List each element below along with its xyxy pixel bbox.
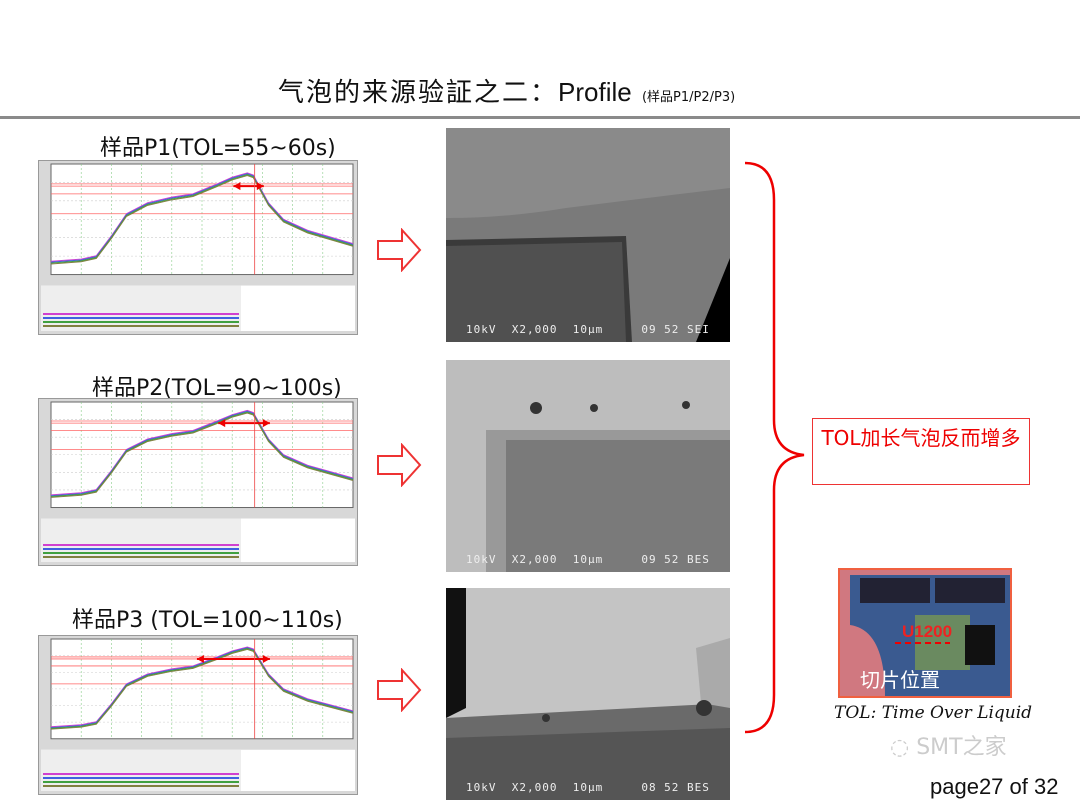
tol-caption: TOL: Time Over Liquid: [834, 703, 1033, 723]
profile-chart-p3: [38, 635, 358, 795]
profile-curve: [50, 174, 354, 264]
watermark: ◌ SMT之家: [890, 735, 1007, 760]
sample-label-p1: 样品P1(TOL=55~60s): [100, 136, 336, 161]
right-arrow-icon: [377, 668, 422, 712]
wechat-icon: ◌: [890, 735, 917, 760]
sem-image-p1: 10kV X2,000 10μm 09 52 SEI: [446, 128, 730, 342]
sem-image-p3: 10kV X2,000 10μm 08 52 BES: [446, 588, 730, 800]
sem-info-p2: 10kV X2,000 10μm 09 52 BES: [466, 553, 710, 566]
slide-title: 气泡的来源验証之二：Profile (样品P1/P2/P3): [278, 77, 736, 108]
profile-curve: [50, 172, 354, 262]
profile-chart-p2: [38, 398, 358, 566]
component-label: U1200: [902, 622, 953, 641]
pcb-photo: U1200 切片位置: [838, 568, 1012, 698]
right-brace: [744, 161, 805, 734]
sem-info-p3: 10kV X2,000 10μm 08 52 BES: [466, 781, 710, 794]
right-arrow-icon: [377, 443, 422, 487]
right-arrow-icon: [377, 228, 422, 272]
profile-curve: [50, 648, 354, 730]
profile-curve: [50, 174, 354, 265]
slice-position-label: 切片位置: [860, 668, 940, 692]
sample-label-p3: 样品P3 (TOL=100~110s): [72, 608, 343, 633]
page-number: page27 of 32: [930, 774, 1059, 799]
profile-curve: [50, 648, 354, 729]
profile-curve: [50, 411, 354, 498]
profile-curve: [50, 173, 354, 263]
sem-info-p1: 10kV X2,000 10μm 09 52 SEI: [466, 323, 710, 336]
profile-curve: [50, 646, 354, 728]
profile-curve: [50, 409, 354, 496]
conclusion-box: TOL加长气泡反而增多: [812, 418, 1030, 485]
sem-image-p2: 10kV X2,000 10μm 09 52 BES: [446, 360, 730, 572]
profile-curve: [50, 412, 354, 498]
title-divider: [0, 116, 1080, 119]
profile-chart-p1: [38, 160, 358, 335]
sample-label-p2: 样品P2(TOL=90~100s): [92, 376, 342, 401]
profile-curve: [50, 647, 354, 729]
profile-curve: [50, 410, 354, 497]
